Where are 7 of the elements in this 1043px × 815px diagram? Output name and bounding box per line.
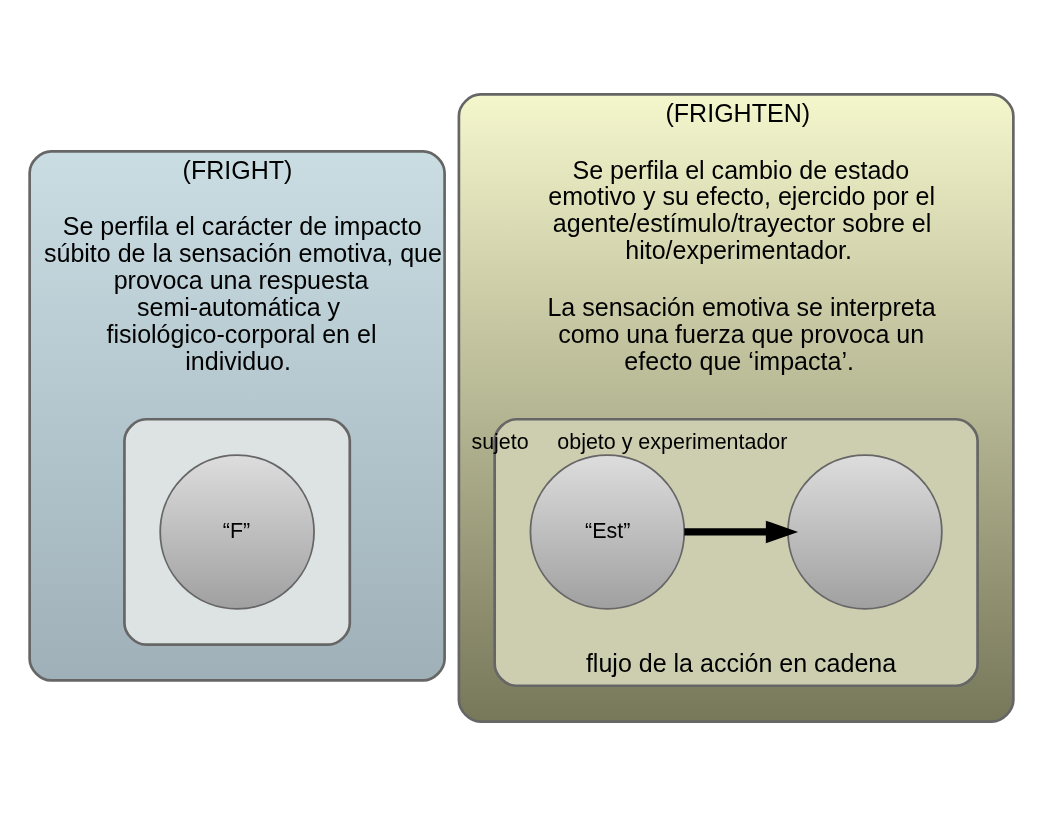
node-circle: “Est” bbox=[529, 453, 686, 610]
node-label: sujeto bbox=[471, 429, 529, 454]
cluster bbox=[123, 417, 352, 646]
node-circle bbox=[787, 453, 943, 610]
node-label: objeto y experimentador bbox=[557, 429, 788, 454]
node-circle: “F” bbox=[159, 453, 315, 610]
arrow bbox=[684, 520, 799, 543]
